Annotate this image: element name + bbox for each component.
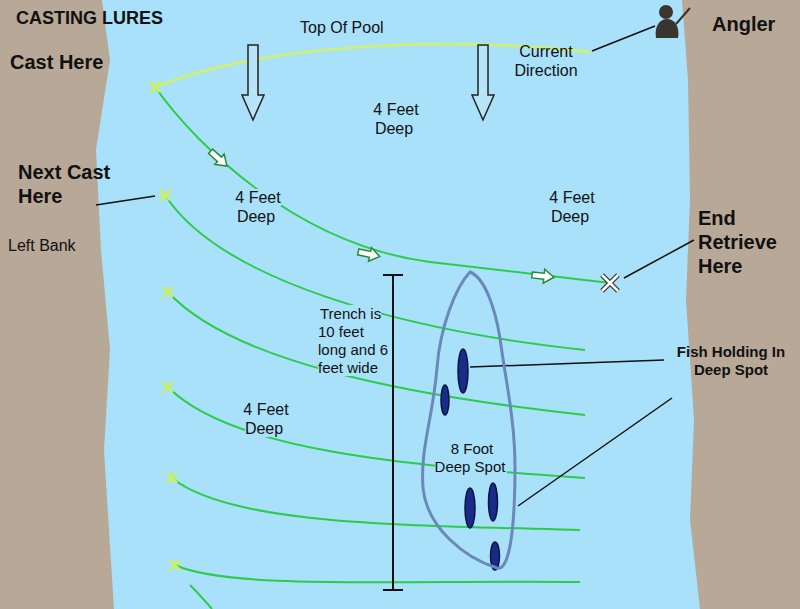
text-label: Left Bank — [8, 236, 108, 255]
label-text: Left Bank — [8, 237, 76, 254]
retrieve-arrow — [206, 146, 555, 284]
label-text: Angler — [712, 13, 775, 35]
text-label: End Retrieve Here — [698, 206, 794, 278]
deep-spot-border — [423, 272, 515, 568]
deep-spot-outline: 8 Foot Deep Spot — [415, 268, 527, 576]
leader-line — [96, 196, 155, 205]
leader-line — [624, 240, 694, 278]
text-label: Fish Holding In Deep Spot — [668, 343, 794, 379]
node-label: 8 Foot Deep Spot — [429, 440, 513, 476]
end-marker — [602, 275, 618, 291]
label-text: Trench is 10 feet long and 6 feet wide — [318, 305, 388, 376]
length-bracket — [383, 275, 403, 590]
text-label: Current Direction — [500, 42, 592, 80]
label-text: 4 Feet Deep — [241, 401, 288, 437]
text-label: Angler — [712, 12, 796, 36]
current-arrow — [242, 45, 264, 120]
label-text: Cast Here — [10, 51, 103, 73]
text-label: Top Of Pool — [300, 18, 410, 37]
label-text: 4 Feet Deep — [371, 101, 418, 137]
retrieve-lines — [155, 87, 610, 609]
leader-line — [592, 26, 655, 51]
text-label: 4 Feet Deep — [222, 188, 292, 226]
text-label: 4 Feet Deep — [230, 400, 300, 438]
label-text: Current Direction — [514, 43, 577, 79]
leader-line — [470, 360, 664, 367]
label-text: Fish Holding In Deep Spot — [677, 343, 785, 378]
text-label: Next Cast Here — [18, 160, 118, 208]
left-bank — [0, 0, 114, 609]
text-label: 4 Feet Deep — [536, 188, 606, 226]
label-text: 4 Feet Deep — [547, 189, 594, 225]
label-text: 4 Feet Deep — [233, 189, 280, 225]
title-text: CASTING LURES — [16, 8, 163, 28]
node-text: 8 Foot Deep Spot — [435, 440, 508, 475]
leader-line — [518, 398, 672, 506]
text-label: 4 Feet Deep — [360, 100, 430, 138]
label-text: Next Cast Here — [18, 161, 110, 207]
label-text: End Retrieve Here — [698, 207, 777, 277]
cast-marker — [150, 82, 180, 570]
right-bank — [682, 0, 800, 609]
label-text: Top Of Pool — [300, 19, 384, 36]
current-arrow — [472, 45, 494, 120]
text-label: Cast Here — [10, 50, 130, 74]
title-label: CASTING LURES — [16, 8, 163, 30]
text-label: Trench is 10 feet long and 6 feet wide — [318, 305, 390, 377]
deep-spot-shape — [415, 268, 527, 576]
angler-figure — [656, 5, 690, 38]
